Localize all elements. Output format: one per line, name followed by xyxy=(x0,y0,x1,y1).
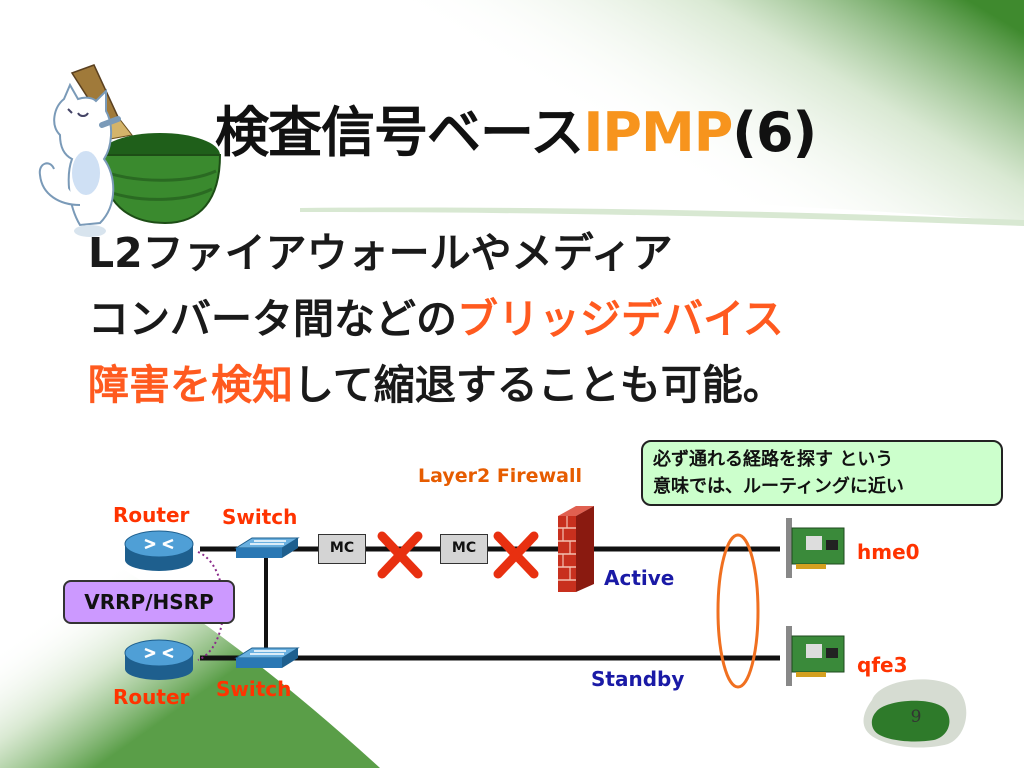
router-icon-top xyxy=(124,530,194,571)
body-paragraph: L2ファイアウォールやメディア コンバータ間などのブリッジデバイス 障害を検知し… xyxy=(88,220,784,418)
nic-card-icon-bottom xyxy=(786,626,845,686)
switch-icon-top xyxy=(234,537,300,558)
switch-top-label: Switch xyxy=(222,505,298,529)
firewall-brick-icon xyxy=(558,506,594,592)
nic-bottom-label: qfe3 xyxy=(857,653,908,677)
vrrp-hsrp-label: VRRP/HSRP xyxy=(63,580,235,624)
page-number: 9 xyxy=(910,707,922,727)
firewall-label: Layer2 Firewall xyxy=(418,465,582,487)
router-top-label: Router xyxy=(113,503,190,527)
switch-bottom-label: Switch xyxy=(216,677,292,701)
cat-mascot-icon xyxy=(38,64,222,237)
title-accent: IPMP xyxy=(583,101,733,164)
body-line-1: L2ファイアウォールやメディア xyxy=(88,229,673,277)
nic-card-icon-top xyxy=(786,518,845,578)
standby-label: Standby xyxy=(591,667,685,691)
body-line-2-highlight: ブリッジデバイス xyxy=(457,295,784,343)
ipmp-group-ellipse xyxy=(716,533,760,689)
title-suffix: (6) xyxy=(732,101,817,164)
fail-x-icon-1 xyxy=(377,531,423,579)
media-converter-1: MC xyxy=(318,534,366,564)
switch-icon-bottom xyxy=(234,647,300,668)
title-main: 検査信号ベース xyxy=(215,101,584,164)
page-title: 検査信号ベースIPMP(6) xyxy=(215,88,817,167)
body-line-2-plain: コンバータ間などの xyxy=(88,295,457,343)
callout-line-2: 意味では、ルーティングに近い xyxy=(653,476,904,497)
active-label: Active xyxy=(604,566,675,590)
router-icon-bottom xyxy=(124,639,194,680)
body-line-3-highlight: 障害を検知 xyxy=(88,361,293,409)
body-line-3: 障害を検知して縮退することも可能。 xyxy=(88,352,784,418)
callout-box: 必ず通れる経路を探す という 意味では、ルーティングに近い xyxy=(641,440,1003,506)
media-converter-2: MC xyxy=(440,534,488,564)
body-line-3-plain: して縮退することも可能。 xyxy=(293,361,784,409)
body-line-2: コンバータ間などのブリッジデバイス xyxy=(88,286,784,352)
fail-x-icon-2 xyxy=(493,531,539,579)
callout-line-1: 必ず通れる経路を探す という xyxy=(653,449,894,470)
router-bottom-label: Router xyxy=(113,685,190,709)
nic-top-label: hme0 xyxy=(857,540,920,564)
